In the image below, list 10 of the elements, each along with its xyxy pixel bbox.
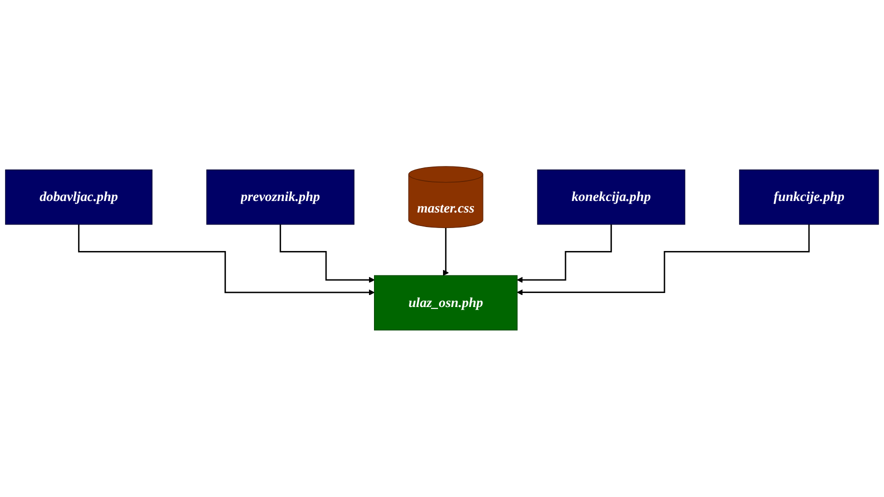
arrow xyxy=(516,224,810,296)
arrow xyxy=(78,224,375,296)
node-box: konekcija.php xyxy=(537,170,686,225)
arrow xyxy=(516,224,612,284)
arrow xyxy=(280,224,375,284)
arrow xyxy=(442,227,449,276)
node-box: prevoznik.php xyxy=(206,170,354,225)
node-box: funkcije.php xyxy=(739,170,879,225)
node-box: dobavljac.php xyxy=(5,170,152,225)
node-box: ulaz_osn.php xyxy=(374,275,518,331)
